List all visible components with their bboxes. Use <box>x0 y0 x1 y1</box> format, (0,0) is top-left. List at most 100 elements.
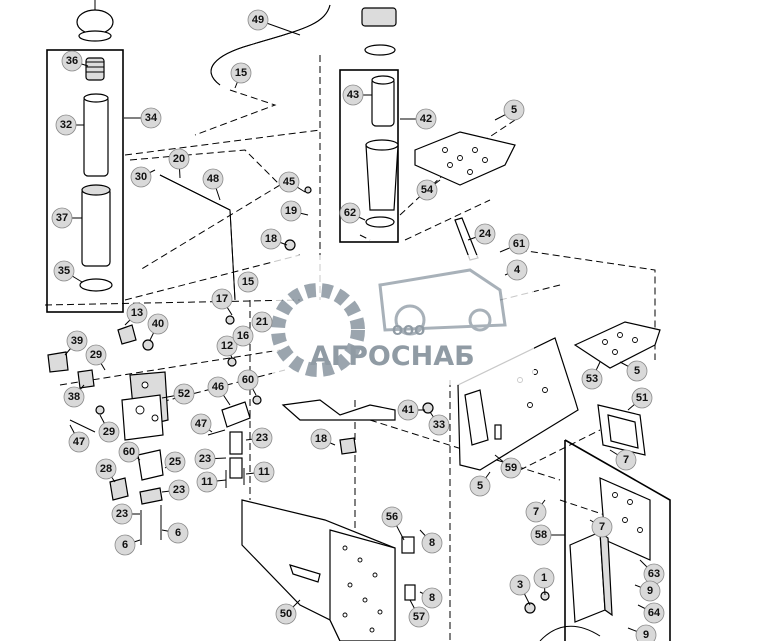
callout-label: 20 <box>173 153 185 165</box>
callout-12: 12 <box>216 335 238 359</box>
callout-label: 48 <box>207 173 219 185</box>
callout-balloon <box>237 271 259 293</box>
assembly-guide-lines <box>44 55 656 641</box>
callout-balloon <box>194 448 216 470</box>
callout-balloon <box>635 624 657 641</box>
callout-label: 11 <box>258 466 270 478</box>
callout-balloon <box>202 168 224 190</box>
callout-3: 3 <box>509 574 531 606</box>
callout-5: 5 <box>619 360 648 382</box>
callout-balloon <box>275 603 297 625</box>
callout-59: 59 <box>494 454 522 479</box>
callout-label: 46 <box>212 381 224 393</box>
callout-balloon <box>98 421 120 443</box>
callout-label: 41 <box>402 404 414 416</box>
callout-balloon <box>66 330 88 352</box>
callout-label: 30 <box>135 171 147 183</box>
callout-label: 19 <box>285 205 297 217</box>
side-panel-50 <box>241 499 396 641</box>
callout-34: 34 <box>124 107 162 129</box>
callout-label: 53 <box>586 373 598 385</box>
valve-25 <box>137 449 164 505</box>
callout-label: 23 <box>116 508 128 520</box>
solenoid-46 <box>221 401 251 479</box>
callout-label: 5 <box>477 480 483 492</box>
callout-balloon <box>639 580 661 602</box>
callout-11: 11 <box>245 461 275 483</box>
callout-balloon <box>61 50 83 72</box>
callout-balloon <box>207 376 229 398</box>
filter-cover-top <box>76 0 114 42</box>
callout-label: 8 <box>429 537 435 549</box>
callout-32: 32 <box>55 114 84 136</box>
callout-60: 60 <box>118 441 141 463</box>
callout-balloon <box>626 360 648 382</box>
callout-51: 51 <box>627 387 653 411</box>
callout-balloon <box>164 451 186 473</box>
callout-1: 1 <box>533 567 555 596</box>
callout-40: 40 <box>147 313 169 341</box>
callout-19: 19 <box>280 200 309 222</box>
callout-18: 18 <box>260 228 288 250</box>
callout-label: 11 <box>201 476 213 488</box>
callout-balloon <box>63 386 85 408</box>
callout-label: 23 <box>173 484 185 496</box>
callout-balloon <box>147 313 169 335</box>
callout-23: 23 <box>194 448 227 470</box>
callout-23: 23 <box>111 503 140 525</box>
callout-balloon <box>508 233 530 255</box>
callout-29: 29 <box>98 414 120 443</box>
callout-label: 23 <box>199 453 211 465</box>
callout-balloon <box>643 602 665 624</box>
callout-balloon <box>506 259 528 281</box>
callout-56: 56 <box>381 506 405 541</box>
callout-balloon <box>68 431 90 453</box>
callout-label: 63 <box>648 568 660 580</box>
callout-balloon <box>591 516 613 538</box>
callout-label: 62 <box>344 207 356 219</box>
callout-balloon <box>130 166 152 188</box>
callout-label: 60 <box>242 374 254 386</box>
callout-61: 61 <box>499 233 530 255</box>
callout-label: 35 <box>58 265 70 277</box>
callout-balloon <box>168 479 190 501</box>
callout-57: 57 <box>408 599 430 628</box>
callout-balloon <box>310 428 332 450</box>
callout-label: 21 <box>256 316 268 328</box>
callout-label: 1 <box>541 572 547 584</box>
callout-balloon <box>251 311 273 333</box>
callout-label: 47 <box>73 436 85 448</box>
mounting-plate-54 <box>414 131 516 186</box>
callout-balloon <box>211 288 233 310</box>
callout-balloon <box>428 414 450 436</box>
callout-balloon <box>260 228 282 250</box>
callout-balloon <box>469 475 491 497</box>
combine-harvester-icon <box>378 268 507 336</box>
callout-38: 38 <box>63 384 85 408</box>
callout-9: 9 <box>627 624 657 641</box>
callout-6: 6 <box>161 522 189 544</box>
callout-7: 7 <box>589 516 613 538</box>
callout-23: 23 <box>161 479 190 501</box>
callout-label: 8 <box>429 592 435 604</box>
watermark-name: АГРОСНАБ <box>310 341 475 372</box>
bracket-51 <box>597 404 646 456</box>
callout-label: 29 <box>90 349 102 361</box>
callout-balloon <box>421 532 443 554</box>
callout-balloon <box>53 260 75 282</box>
callout-label: 36 <box>66 55 78 67</box>
callout-balloon <box>416 179 438 201</box>
callout-label: 45 <box>283 176 295 188</box>
callout-balloon <box>397 399 419 421</box>
callout-7: 7 <box>609 449 637 471</box>
callout-label: 5 <box>511 104 517 116</box>
callout-label: 24 <box>479 228 492 240</box>
callout-label: 13 <box>131 307 143 319</box>
callout-label: 47 <box>195 418 207 430</box>
callout-balloon <box>530 524 552 546</box>
callout-64: 64 <box>637 602 665 624</box>
callout-52: 52 <box>161 383 195 405</box>
callout-label: 9 <box>647 585 653 597</box>
